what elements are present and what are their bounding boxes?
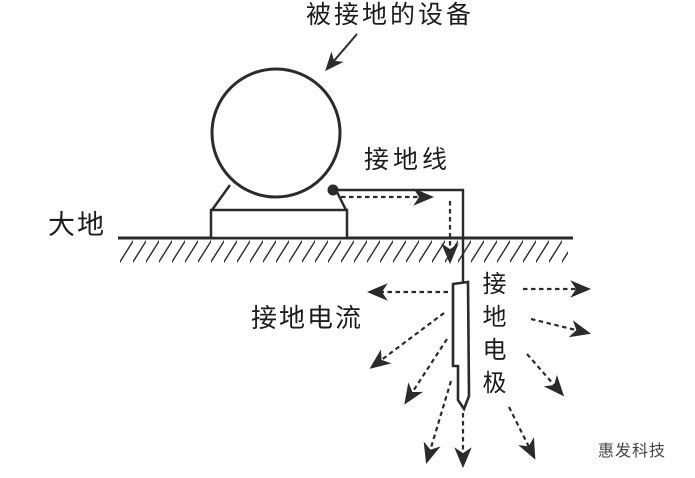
current-arrow-right-2 <box>530 317 592 338</box>
ground-hatching <box>120 240 568 263</box>
watermark-text: 惠发科技 <box>598 443 667 460</box>
electrode-rod <box>451 280 471 412</box>
pedestal-right-slope <box>335 191 348 211</box>
equipment-circle <box>210 67 342 199</box>
current-arrow-right-4 <box>508 406 536 460</box>
current-dissipation-arrows <box>366 280 592 469</box>
earth-label: 大地 <box>48 210 106 240</box>
grounding-wire-label: 接地线 <box>364 147 452 174</box>
connection-dot <box>327 184 339 196</box>
grounding-current-label: 接地电流 <box>251 304 364 333</box>
current-arrow-right-3 <box>526 353 565 397</box>
pedestal-left-slope <box>210 184 232 211</box>
pedestal-base <box>209 208 349 240</box>
equipment-pedestal <box>209 184 349 240</box>
grounding-wire <box>333 188 465 284</box>
current-arrow-left-2 <box>369 312 445 369</box>
equipment-label: 被接地的设备 <box>306 2 475 29</box>
current-arrow-left-3 <box>404 338 448 405</box>
grounding-electrode-label: 接地电极 <box>478 271 504 403</box>
current-arrow-left-4 <box>423 380 453 465</box>
equipment-pointer-arrow <box>325 33 358 72</box>
